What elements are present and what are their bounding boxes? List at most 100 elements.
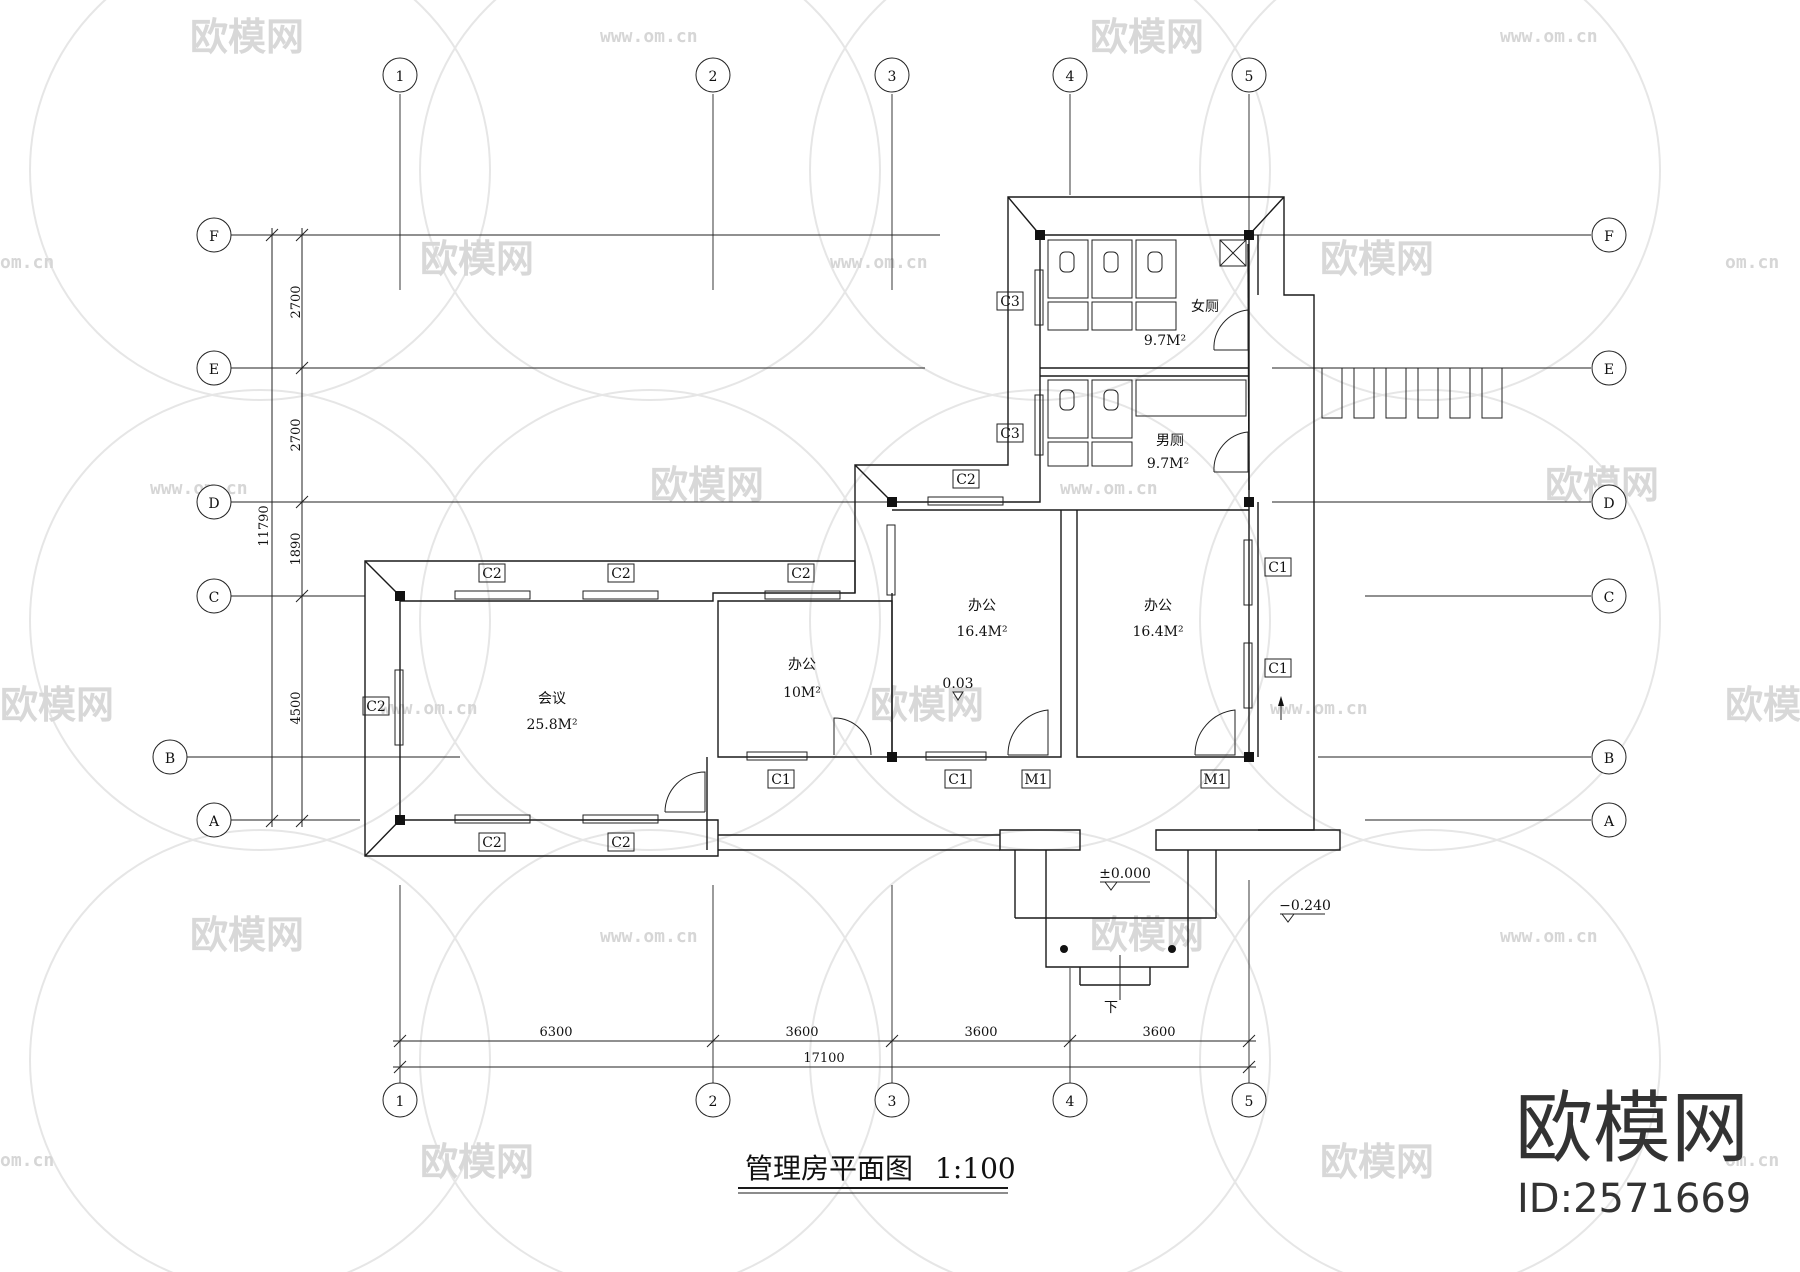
svg-text:C3: C3 xyxy=(1000,294,1020,310)
svg-text:C2: C2 xyxy=(366,699,386,715)
plan-scale: 1:100 xyxy=(935,1152,1016,1185)
axis-label-F: F xyxy=(209,229,219,245)
doors xyxy=(664,309,1249,813)
axis-bubbles-right: F E D C B A xyxy=(1591,217,1627,838)
watermark-url: om.cn xyxy=(1725,1150,1779,1171)
axis-label-5: 5 xyxy=(1245,1094,1254,1110)
room-name-mens-wc: 男厕 xyxy=(1156,433,1184,449)
drawing-title: 管理房平面图 1:100 xyxy=(738,1152,1016,1194)
axis-label-A: A xyxy=(208,814,220,830)
axis-label-C: C xyxy=(209,590,220,606)
plan-title: 管理房平面图 xyxy=(745,1152,913,1185)
axis-label-B: B xyxy=(1604,751,1614,767)
dim-bottom-2: 3600 xyxy=(785,1025,818,1040)
window-openings xyxy=(394,269,1253,824)
dim-left-4: 4500 xyxy=(289,691,304,724)
level-marks: 0.03 ±0.000 −0.240 下 xyxy=(942,676,1330,1016)
dim-left-3: 1890 xyxy=(289,532,304,565)
watermark-url: www.om.cn xyxy=(600,26,698,47)
axis-label-2: 2 xyxy=(709,69,718,85)
room-labels: 会议 25.8M² 办公 10M² 办公 16.4M² 办公 16.4M² 女厕… xyxy=(526,298,1219,733)
svg-text:C2: C2 xyxy=(956,472,976,488)
watermark-brand: 欧模网 xyxy=(190,15,304,59)
svg-text:C2: C2 xyxy=(482,835,502,851)
toilet-stalls xyxy=(1047,239,1247,467)
svg-text:C2: C2 xyxy=(611,566,631,582)
watermark-url: om.cn xyxy=(0,252,54,273)
window-tags: C2 C2 C2 C2 C2 C2 C2 C1 C1 C1 C1 C3 C3 M… xyxy=(362,291,1292,852)
level-inner: 0.03 xyxy=(942,676,973,692)
room-area-mens-wc: 9.7M² xyxy=(1147,456,1189,472)
watermark-url: om.cn xyxy=(1725,252,1779,273)
room-area-office-small: 10M² xyxy=(783,685,821,701)
watermark-url: www.om.cn xyxy=(600,926,698,947)
axis-label-1: 1 xyxy=(396,69,405,85)
watermark-brand: 欧模网 xyxy=(870,683,984,727)
level-outside: −0.240 xyxy=(1279,898,1331,914)
svg-text:C1: C1 xyxy=(1268,560,1288,576)
axis-label-2: 2 xyxy=(709,1094,718,1110)
level-entry: ±0.000 xyxy=(1099,866,1151,882)
watermark-brand: 欧模网 xyxy=(1090,15,1204,59)
axis-label-4: 4 xyxy=(1066,1094,1075,1110)
dim-left-1: 2700 xyxy=(289,285,304,318)
axis-grid-lines xyxy=(182,94,1591,1083)
svg-text:M1: M1 xyxy=(1024,772,1047,788)
watermark-brand: 欧模网 xyxy=(420,237,534,281)
axis-label-3: 3 xyxy=(888,1094,897,1110)
watermark-brand: 欧模网 xyxy=(1725,683,1800,727)
axis-label-A: A xyxy=(1603,814,1615,830)
axis-bubbles-top: 1 2 3 4 5 xyxy=(382,57,1267,93)
watermark-url: www.om.cn xyxy=(1500,26,1598,47)
brand-corner: 欧模网 ID:2571669 xyxy=(1515,1084,1751,1222)
room-name-office-3: 办公 xyxy=(968,598,996,614)
dim-left-total: 11790 xyxy=(257,505,272,546)
watermark-url: www.om.cn xyxy=(1500,926,1598,947)
watermark-url: www.om.cn xyxy=(1270,698,1368,719)
dim-bottom-1: 6300 xyxy=(539,1025,572,1040)
watermark-brand: 欧模网 xyxy=(1090,913,1204,957)
svg-text:C1: C1 xyxy=(771,772,791,788)
brand-logo-text: 欧模网 xyxy=(1515,1084,1749,1174)
axis-label-C: C xyxy=(1604,590,1615,606)
axis-bubbles-left: F E D C B A xyxy=(152,217,232,838)
watermark-url: www.om.cn xyxy=(830,252,928,273)
parking-stripes xyxy=(1321,367,1503,419)
room-area-meeting: 25.8M² xyxy=(526,717,577,733)
bollard-icon xyxy=(1060,945,1068,953)
axis-label-E: E xyxy=(209,362,219,378)
axis-label-5: 5 xyxy=(1245,69,1254,85)
bottom-dimension-chain: 6300 3600 3600 3600 17100 xyxy=(393,1025,1256,1074)
watermark-url: om.cn xyxy=(0,1150,54,1171)
svg-text:C2: C2 xyxy=(791,566,811,582)
watermark-brand: 欧模网 xyxy=(190,913,304,957)
axis-label-1: 1 xyxy=(396,1094,405,1110)
room-name-womens-wc: 女厕 xyxy=(1191,298,1219,315)
watermark-brand: 欧模网 xyxy=(0,683,114,727)
room-name-office-small: 办公 xyxy=(788,657,816,673)
watermark-brand: 欧模网 xyxy=(420,1140,534,1184)
bollard-icon xyxy=(1168,945,1176,953)
axis-label-3: 3 xyxy=(888,69,897,85)
building-walls xyxy=(364,196,1503,1000)
columns xyxy=(395,230,1254,825)
room-name-meeting: 会议 xyxy=(538,691,566,707)
axis-bubbles-bottom: 1 2 3 4 5 xyxy=(382,1082,1267,1118)
left-dimension-chain: 2700 2700 1890 4500 11790 xyxy=(257,228,309,828)
dim-bottom-total: 17100 xyxy=(803,1051,844,1066)
room-name-office-4: 办公 xyxy=(1144,598,1172,614)
dim-bottom-4: 3600 xyxy=(1142,1025,1175,1040)
watermark-url: www.om.cn xyxy=(380,698,478,719)
watermark-url: www.om.cn xyxy=(1060,478,1158,499)
svg-text:C1: C1 xyxy=(948,772,968,788)
watermark-brand: 欧模网 xyxy=(650,463,764,507)
svg-text:C3: C3 xyxy=(1000,426,1020,442)
dim-bottom-3: 3600 xyxy=(964,1025,997,1040)
axis-label-D: D xyxy=(1603,496,1614,512)
axis-label-4: 4 xyxy=(1066,69,1075,85)
svg-text:C1: C1 xyxy=(1268,661,1288,677)
watermark-brand: 欧模网 xyxy=(1320,237,1434,281)
axis-label-D: D xyxy=(208,496,219,512)
